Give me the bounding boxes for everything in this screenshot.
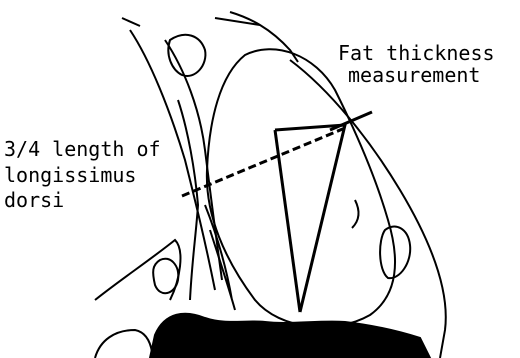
outer-fat-outline (290, 60, 446, 358)
fat-thickness-label-line1: Fat thickness (338, 41, 495, 65)
top-left-tick (122, 18, 140, 26)
bottom-dark-mass (150, 314, 430, 358)
bottom-left-outline (95, 330, 152, 358)
length-label-line2: longissimus (4, 163, 136, 187)
lower-left-lobe (153, 259, 178, 294)
fat-thickness-label-line2: measurement (348, 63, 480, 87)
length-label-line1: 3/4 length of (4, 137, 161, 161)
right-inner-marks (352, 200, 358, 228)
top-contour (230, 12, 298, 62)
left-lower-process (205, 205, 235, 310)
lower-left-spine (95, 240, 180, 300)
fat-thickness-measurement-line (330, 112, 372, 130)
longissimus-muscle-outline (207, 49, 395, 327)
length-label-line3: dorsi (4, 188, 64, 212)
measurement-vertical (275, 130, 300, 312)
